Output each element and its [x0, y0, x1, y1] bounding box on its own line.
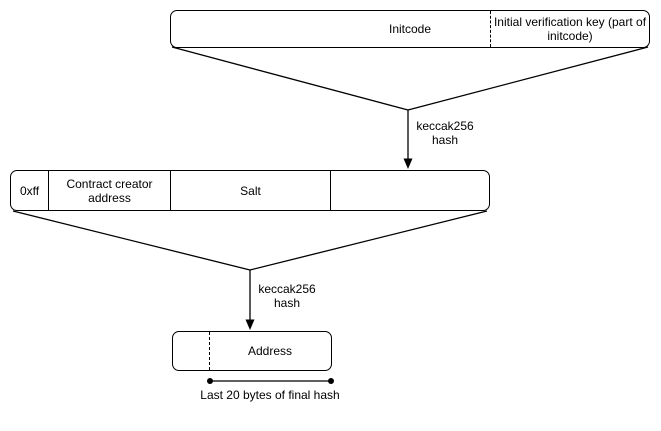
measure-endpoint-right-dot	[328, 378, 334, 384]
funnel-1-left-line	[171, 46, 409, 111]
last-20-bytes-label: Last 20 bytes of final hash	[200, 388, 340, 402]
salt-cell: Salt	[171, 171, 331, 210]
funnel-2-right-line	[249, 210, 488, 271]
prefix-0xff-cell: 0xff	[11, 171, 49, 210]
address-label: Address	[247, 344, 293, 358]
keccak256-hash-label-1: keccak256 hash	[416, 119, 474, 147]
hash-input-cells: 0xff Contract creator address Salt	[11, 171, 489, 210]
measure-endpoint-left-dot	[207, 378, 213, 384]
initcode-label: Initcode	[388, 22, 432, 36]
verification-key-label: Initial verification key (part of initco…	[493, 15, 647, 43]
address-box: Address	[172, 331, 332, 371]
contract-creator-address-cell: Contract creator address	[49, 171, 171, 210]
keccak256-hash-label-2: keccak256 hash	[258, 282, 316, 310]
funnel-2-left-line	[12, 210, 251, 271]
arrow-down-icon	[245, 319, 255, 330]
initcode-dashed-divider	[490, 11, 491, 47]
arrow-down-icon	[403, 158, 413, 169]
funnel-1-right-line	[407, 46, 649, 111]
initcode-box: Initcode Initial verification key (part …	[170, 10, 650, 48]
hash-input-box: 0xff Contract creator address Salt	[10, 170, 490, 211]
initcode-hash-cell	[331, 171, 489, 210]
address-dashed-divider	[209, 332, 210, 370]
